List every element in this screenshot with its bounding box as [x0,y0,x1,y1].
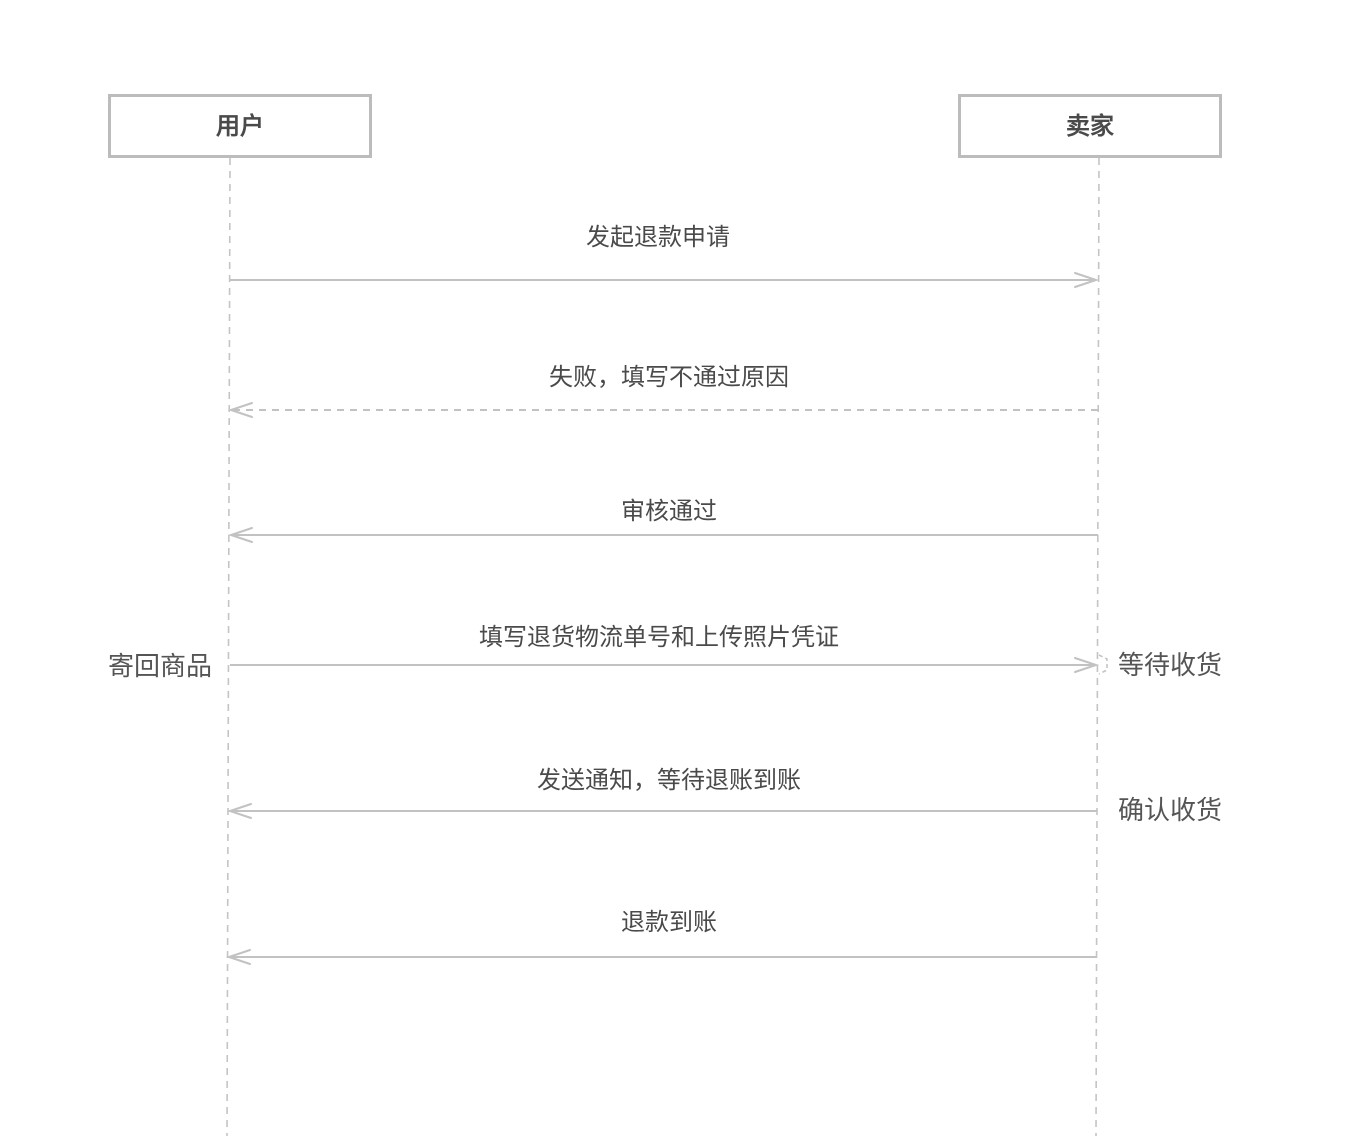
message-label: 填写退货物流单号和上传照片凭证 [479,623,839,651]
arrow-head-left [225,949,251,965]
message-label: 发送通知，等待退账到账 [537,766,801,794]
lifeline-user-line [226,157,231,1136]
message-label: 发起退款申请 [586,223,730,251]
message-return-logistics: 填写退货物流单号和上传照片凭证 [230,623,1100,673]
lifeline-user-box[interactable] [108,94,372,158]
lifeline-seller: 卖家 [958,94,1222,1136]
note-confirm-receipt: 确认收货 [1118,796,1222,826]
note-return-goods: 寄回商品 [108,652,212,682]
message-label: 审核通过 [621,497,717,525]
message-submit-refund: 发起退款申请 [230,223,1100,288]
lifeline-user-label: 用户 [216,112,264,140]
message-label: 失败，填写不通过原因 [549,363,789,391]
message-approved: 审核通过 [227,497,1098,543]
lifeline-seller-box[interactable] [958,94,1222,158]
lifeline-seller-line [1095,157,1100,1136]
seller-activation-notch [1098,654,1108,675]
note-awaiting-receipt: 等待收货 [1118,651,1222,681]
message-label: 退款到账 [621,908,717,936]
message-refund-received: 退款到账 [225,908,1096,965]
message-notify-refund: 发送通知，等待退账到账 [226,766,1097,819]
arrow-head-left [227,402,253,418]
arrow-head-right [1074,657,1100,673]
arrow-head-left [226,803,252,819]
arrow-head-left [227,527,253,543]
message-rejection: 失败，填写不通过原因 [227,363,1098,418]
lifeline-seller-label: 卖家 [1066,112,1114,140]
lifeline-user: 用户 [108,94,372,1136]
arrow-head-right [1074,272,1100,288]
